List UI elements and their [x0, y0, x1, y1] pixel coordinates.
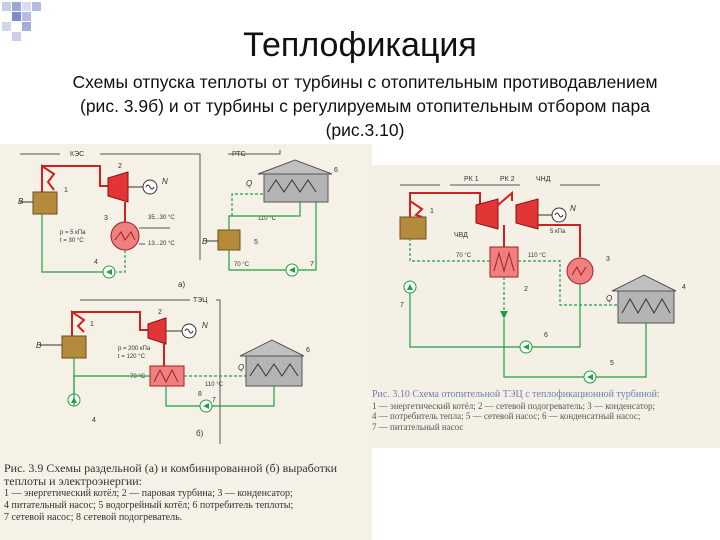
house-roof-a — [257, 159, 333, 175]
boiler-a — [32, 191, 58, 215]
temp-b1: 70 °C — [130, 374, 146, 380]
house-roof-310 — [611, 274, 677, 292]
letter-a: а) — [178, 280, 185, 289]
slide-subtitle: Схемы отпуска теплоты от турбины с отопи… — [72, 72, 658, 140]
corner-decoration — [2, 2, 41, 41]
figure-3-9-caption: Рис. 3.9 Схемы раздельной (а) и комбинир… — [4, 462, 370, 524]
temp-a4: 70 °C — [234, 262, 250, 268]
num-7a: 7 — [310, 261, 314, 268]
condenser-310 — [566, 257, 594, 285]
temp-a2: 13...20 °C — [148, 241, 175, 247]
n-label-a: N — [162, 177, 168, 186]
rk2-label: РК 2 — [500, 176, 515, 183]
num-3-310: 3 — [606, 256, 610, 263]
figure-3-9-diagram: КЭС B 1 2 N 3 p = 5 кПа t = 30 °C 35...3… — [18, 150, 338, 444]
q-label-a: Q — [246, 179, 252, 188]
condenser-a — [110, 221, 140, 251]
num-4b: 4 — [92, 417, 96, 424]
num-2b: 2 — [158, 309, 162, 316]
turbine-a — [107, 171, 129, 203]
num-3a: 3 — [104, 215, 108, 222]
letter-b: б) — [196, 429, 204, 438]
caption-39-title: Рис. 3.9 Схемы раздельной (а) и комбинир… — [4, 461, 338, 488]
rk1-label: РК 1 — [464, 176, 479, 183]
num-8b: 8 — [198, 391, 202, 398]
num-6-310: 6 — [544, 332, 548, 339]
num-7b: 7 — [212, 397, 216, 404]
num-1-310: 1 — [430, 208, 434, 215]
heat-consumer-b — [245, 355, 303, 387]
num-6a: 6 — [334, 167, 338, 174]
caption-310-title: Рис. 3.10 Схема отопительной ТЭЦ с тепло… — [372, 389, 660, 400]
kes-label: КЭС — [70, 151, 84, 158]
num-2-310: 2 — [524, 286, 528, 293]
caption-310-line-1: 1 — энергетический котёл; 2 — сетевой по… — [372, 400, 656, 411]
num-7-310: 7 — [400, 302, 404, 309]
num-4-310: 4 — [682, 284, 686, 291]
pressure-a: p = 5 кПа — [60, 230, 86, 236]
temp1-310: 70 °C — [456, 253, 472, 259]
slide-title: Теплофикация — [243, 26, 477, 64]
chnd-label: ЧНД — [536, 176, 551, 183]
figure-3-10-diagram: 1 РК 1 РК 2 ЧНД ЧВД N 5 кПа 2 70 °C 110 … — [399, 176, 686, 384]
q-label-310: Q — [606, 294, 612, 303]
heat-consumer-a — [263, 173, 329, 203]
chvd-label: ЧВД — [454, 232, 468, 239]
num-6b: 6 — [306, 347, 310, 354]
tec-label: ТЭЦ — [193, 297, 208, 304]
temp-a1: 35...30 °C — [148, 215, 175, 221]
num-1b: 1 — [90, 321, 94, 328]
network-heater-b — [149, 365, 185, 387]
caption-39-line-2: 4 питательный насос; 5 водогрейный котёл… — [4, 500, 294, 511]
n-label-310: N — [570, 204, 576, 213]
num-5a: 5 — [254, 239, 258, 246]
caption-310-line-3: 7 — питательный насос — [372, 421, 464, 432]
n-label-b: N — [202, 321, 208, 330]
water-boiler-a — [217, 229, 241, 251]
num-1a: 1 — [64, 187, 68, 194]
num-5-310: 5 — [610, 360, 614, 367]
num-4a: 4 — [94, 259, 98, 266]
pressure-b: p = 200 кПа — [118, 346, 151, 352]
tk-a: t = 30 °C — [60, 238, 84, 244]
b2-label-a: B — [202, 237, 208, 246]
turbine-hp — [475, 198, 499, 230]
boiler-b — [61, 335, 87, 359]
caption-310-line-2: 4 — потребитель тепла; 5 — сетевой насос… — [372, 411, 641, 421]
figure-3-10-caption: Рис. 3.10 Схема отопительной ТЭЦ с тепло… — [372, 389, 718, 432]
temp-a3: 110 °C — [258, 216, 277, 222]
boiler-310 — [399, 216, 427, 240]
turbine-lp — [515, 198, 539, 230]
rts-label: РТС — [232, 151, 246, 158]
temp2-310: 110 °C — [528, 253, 547, 259]
caption-39-line-1: 1 — энергетический котёл; 2 — паровая ту… — [4, 488, 293, 499]
temp-b2: 110 °C — [205, 382, 224, 388]
q-label-b: Q — [238, 363, 244, 372]
b-label-b: B — [36, 341, 42, 350]
caption-39-line-3: 7 сетевой насос; 8 сетевой подогреватель… — [4, 512, 183, 523]
heat-consumer-310 — [617, 290, 675, 324]
tk-b: t = 120 °C — [118, 354, 146, 360]
house-roof-b — [239, 339, 305, 357]
num-2a: 2 — [118, 163, 122, 170]
turbine-b — [147, 317, 167, 345]
pressure-310: 5 кПа — [550, 229, 566, 235]
